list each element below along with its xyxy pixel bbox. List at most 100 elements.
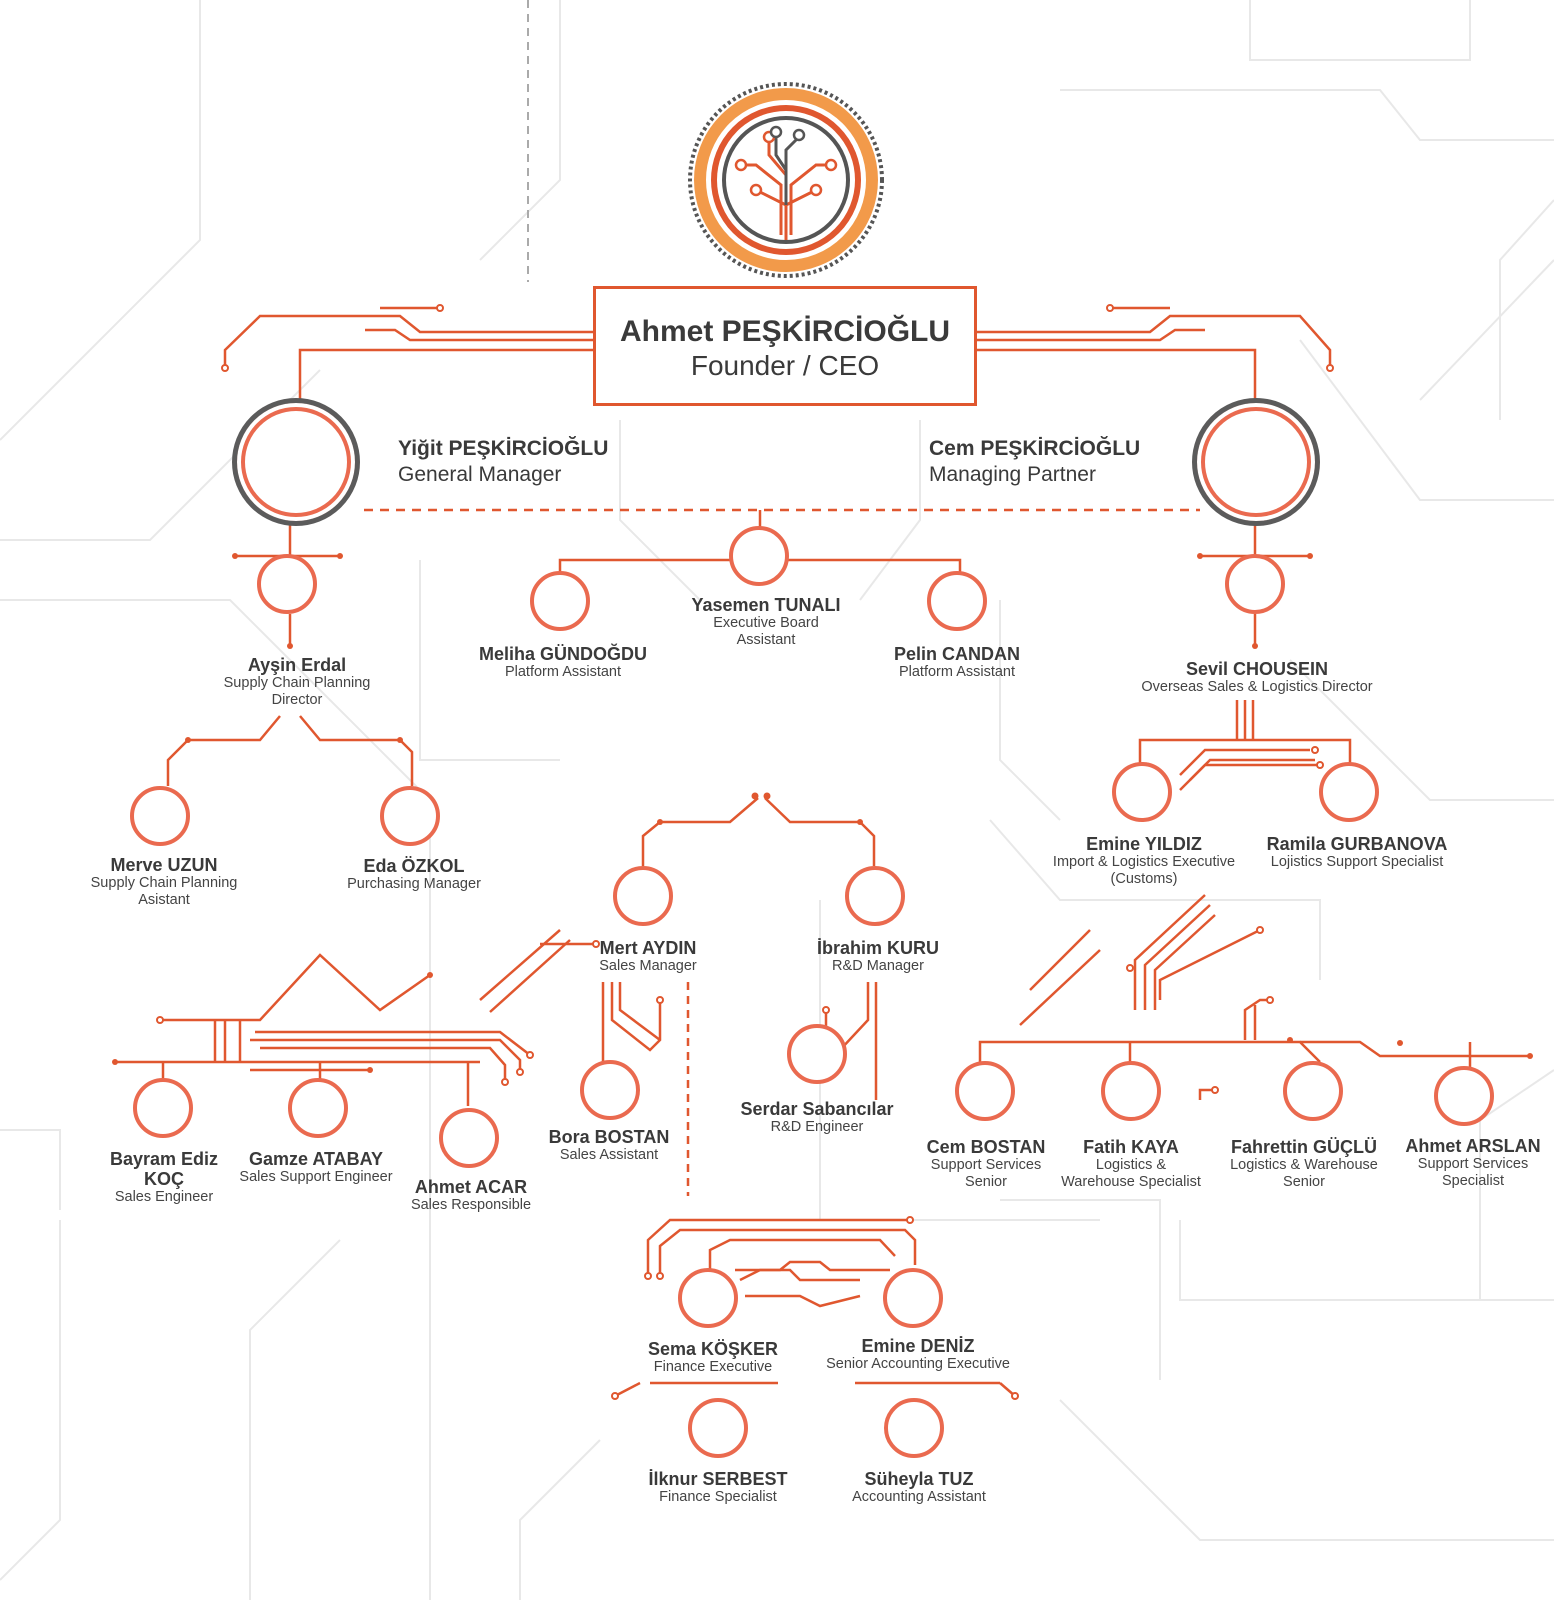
label-ahmet-arslan: Ahmet ARSLAN Support Services Specialist bbox=[1405, 1136, 1540, 1190]
label-yasemen: Yasemen TUNALI Executive Board Assistant bbox=[691, 595, 840, 649]
person-role: Accounting Assistant bbox=[852, 1489, 986, 1505]
label-ramila: Ramila GURBANOVA Lojistics Support Speci… bbox=[1267, 834, 1448, 871]
person-name: Bayram Ediz KOÇ bbox=[109, 1149, 219, 1189]
node-bora bbox=[580, 1060, 640, 1120]
person-role: Platform Assistant bbox=[504, 664, 622, 680]
node-emine-yildiz bbox=[1112, 762, 1172, 822]
person-role: Sales Responsible bbox=[410, 1197, 532, 1213]
node-sema bbox=[678, 1268, 738, 1328]
person-role: Sales Assistant bbox=[559, 1147, 659, 1163]
node-cem-bostan bbox=[955, 1061, 1015, 1121]
node-fahrettin bbox=[1283, 1061, 1343, 1121]
person-name: Fatih KAYA bbox=[1083, 1137, 1179, 1157]
label-ahmet-acar: Ahmet ACAR Sales Responsible bbox=[411, 1177, 531, 1214]
person-role: R&D Engineer bbox=[770, 1119, 864, 1135]
person-role: Overseas Sales & Logistics Director bbox=[1141, 679, 1373, 695]
node-aysin bbox=[257, 554, 317, 614]
person-role: Finance Executive bbox=[653, 1359, 773, 1375]
general-manager-name: Yiğit PEŞKİRCİOĞLU bbox=[398, 437, 609, 460]
label-bayram: Bayram Ediz KOÇ Sales Engineer bbox=[104, 1149, 224, 1206]
person-role: Import & Logistics Executive bbox=[1052, 854, 1236, 870]
node-yasemen bbox=[729, 526, 789, 586]
person-role: Assistant bbox=[736, 632, 796, 648]
label-eda: Eda ÖZKOL Purchasing Manager bbox=[347, 856, 481, 893]
ceo-card: Ahmet PEŞKİRCİOĞLU Founder / CEO bbox=[593, 286, 977, 406]
person-name: Emine DENİZ bbox=[861, 1336, 975, 1356]
person-role: Purchasing Manager bbox=[347, 876, 481, 892]
node-serdar bbox=[787, 1024, 847, 1084]
label-cem-bostan: Cem BOSTAN Support Services Senior bbox=[927, 1137, 1046, 1191]
circuit-tree-logo-icon bbox=[688, 82, 884, 278]
node-bayram bbox=[133, 1078, 193, 1138]
label-serdar: Serdar Sabancılar R&D Engineer bbox=[740, 1099, 893, 1136]
node-eda bbox=[380, 786, 440, 846]
label-aysin: Ayşin Erdal Supply Chain Planning Direct… bbox=[224, 655, 371, 709]
person-role: Senior Accounting Executive bbox=[826, 1356, 1010, 1372]
person-role: Director bbox=[271, 692, 323, 708]
person-name: Ayşin Erdal bbox=[247, 655, 347, 675]
person-name: Ramila GURBANOVA bbox=[1266, 834, 1448, 854]
person-role: Logistics & Warehouse bbox=[1230, 1157, 1378, 1173]
person-role: Senior bbox=[965, 1174, 1007, 1190]
person-role: Sales Engineer bbox=[114, 1189, 214, 1205]
person-name: Merve UZUN bbox=[110, 855, 218, 875]
node-sevil bbox=[1225, 554, 1285, 614]
general-manager-role: General Manager bbox=[398, 463, 562, 486]
node-ilknur bbox=[688, 1398, 748, 1458]
label-mert: Mert AYDIN Sales Manager bbox=[599, 938, 697, 975]
ceo-name: Ahmet PEŞKİRCİOĞLU bbox=[619, 315, 951, 348]
person-role: Specialist bbox=[1441, 1173, 1505, 1189]
ceo-role: Founder / CEO bbox=[690, 350, 880, 381]
label-emine-deniz: Emine DENİZ Senior Accounting Executive bbox=[826, 1336, 1010, 1373]
node-ramila bbox=[1319, 762, 1379, 822]
label-meliha: Meliha GÜNDOĞDU Platform Assistant bbox=[479, 644, 647, 681]
managing-partner-name: Cem PEŞKİRCİOĞLU bbox=[929, 437, 1141, 460]
person-role: (Customs) bbox=[1110, 871, 1178, 887]
node-suheyla bbox=[884, 1398, 944, 1458]
person-name: Sevil CHOUSEIN bbox=[1185, 659, 1329, 679]
person-role: Lojistics Support Specialist bbox=[1270, 854, 1444, 870]
person-name: Ahmet ACAR bbox=[414, 1177, 528, 1197]
person-name: Süheyla TUZ bbox=[864, 1469, 974, 1489]
person-name: Cem BOSTAN bbox=[926, 1137, 1046, 1157]
person-role: Sales Support Engineer bbox=[239, 1169, 393, 1185]
label-emine-yildiz: Emine YILDIZ Import & Logistics Executiv… bbox=[1053, 834, 1235, 888]
person-role: Support Services bbox=[930, 1157, 1042, 1173]
label-bora: Bora BOSTAN Sales Assistant bbox=[549, 1127, 670, 1164]
node-ahmet-arslan bbox=[1434, 1066, 1494, 1126]
node-mert bbox=[613, 866, 673, 926]
managing-partner-label: Cem PEŞKİRCİOĞLU Managing Partner bbox=[929, 436, 1140, 488]
person-role: Warehouse Specialist bbox=[1061, 1174, 1201, 1190]
label-fatih: Fatih KAYA Logistics & Warehouse Special… bbox=[1061, 1137, 1201, 1191]
label-suheyla: Süheyla TUZ Accounting Assistant bbox=[852, 1469, 986, 1506]
node-fatih bbox=[1101, 1061, 1161, 1121]
person-role: R&D Manager bbox=[832, 958, 924, 974]
person-name: Pelin CANDAN bbox=[893, 644, 1021, 664]
general-manager-logo-node bbox=[232, 398, 360, 526]
person-role: Supply Chain Planning bbox=[223, 675, 371, 691]
person-role: Support Services bbox=[1417, 1156, 1529, 1172]
person-role: Senior bbox=[1283, 1174, 1325, 1190]
person-name: Bora BOSTAN bbox=[548, 1127, 670, 1147]
label-fahrettin: Fahrettin GÜÇLÜ Logistics & Warehouse Se… bbox=[1230, 1137, 1378, 1191]
person-name: İlknur SERBEST bbox=[648, 1469, 788, 1489]
person-name: Gamze ATABAY bbox=[248, 1149, 384, 1169]
node-gamze bbox=[288, 1078, 348, 1138]
person-role: Asistant bbox=[138, 892, 190, 908]
person-name: Meliha GÜNDOĞDU bbox=[478, 644, 648, 664]
person-name: Fahrettin GÜÇLÜ bbox=[1230, 1137, 1377, 1157]
label-pelin: Pelin CANDAN Platform Assistant bbox=[894, 644, 1020, 681]
person-name: İbrahim KURU bbox=[816, 938, 940, 958]
person-name: Emine YILDIZ bbox=[1086, 834, 1202, 854]
label-ilknur: İlknur SERBEST Finance Specialist bbox=[648, 1469, 787, 1506]
node-meliha bbox=[530, 571, 590, 631]
person-role: Logistics & bbox=[1095, 1157, 1167, 1173]
label-ibrahim: İbrahim KURU R&D Manager bbox=[817, 938, 939, 975]
label-gamze: Gamze ATABAY Sales Support Engineer bbox=[239, 1149, 392, 1186]
managing-partner-role: Managing Partner bbox=[929, 463, 1096, 486]
person-name: Eda ÖZKOL bbox=[363, 856, 465, 876]
person-name: Ahmet ARSLAN bbox=[1405, 1136, 1541, 1156]
person-name: Mert AYDIN bbox=[599, 938, 697, 958]
managing-partner-logo-node bbox=[1192, 398, 1320, 526]
